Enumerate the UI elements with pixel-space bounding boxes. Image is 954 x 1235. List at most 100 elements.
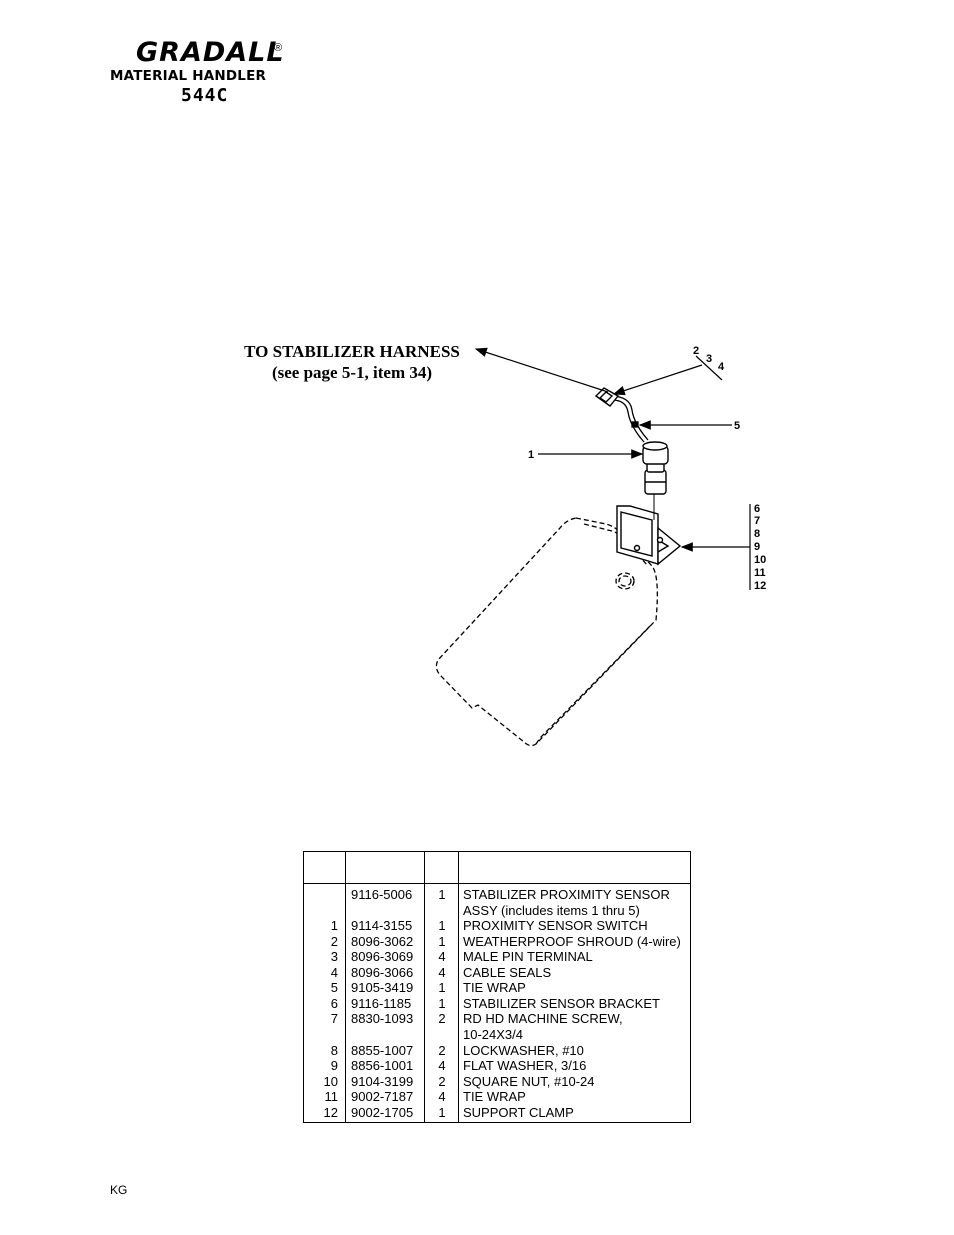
part-number: 9105-3419 xyxy=(351,980,414,996)
callout-10: 10 xyxy=(754,554,766,566)
callout-3: 3 xyxy=(706,353,712,365)
item-number: 4 xyxy=(330,964,338,980)
description: MALE PIN TERMINAL xyxy=(463,949,593,965)
item-number: 10 xyxy=(323,1073,338,1089)
quantity: 4 xyxy=(438,964,446,980)
part-number: 9104-3199 xyxy=(351,1073,414,1089)
item-number: 6 xyxy=(330,995,338,1011)
quantity: 1 xyxy=(438,887,446,902)
callout-5: 5 xyxy=(734,420,740,432)
callout-2: 2 xyxy=(693,345,699,357)
part-number: 9116-5006 xyxy=(351,887,413,902)
item-number: 1 xyxy=(330,918,338,934)
quantity: 1 xyxy=(438,995,446,1011)
brand-name: GRADALL xyxy=(136,37,285,68)
shroud-callout-line xyxy=(695,355,723,381)
quantity: 1 xyxy=(438,918,446,934)
callout-numbers: 1 2 3 4 5 6 7 8 9 10 11 12 xyxy=(528,345,766,592)
brand-subtitle: MATERIAL HANDLER xyxy=(110,68,267,84)
description: CABLE SEALS xyxy=(463,964,552,980)
column-divider xyxy=(345,852,346,1122)
table-row: 2 8096-3062 1 WEATHERPROOF SHROUD (4-wire) xyxy=(304,934,690,950)
quantity: 1 xyxy=(438,933,446,949)
item-number: 8 xyxy=(330,1042,338,1058)
footer-code: KG xyxy=(110,1183,128,1197)
item-number: 2 xyxy=(330,933,338,949)
column-divider xyxy=(458,852,459,1122)
sensor-cable xyxy=(609,395,649,443)
description: 10-24X3/4 xyxy=(463,1026,523,1042)
table-row: ASSY (includes items 1 thru 5) xyxy=(304,903,690,919)
part-number: 8096-3066 xyxy=(351,964,414,980)
part-number: 8856-1001 xyxy=(351,1058,414,1074)
table-row: 7 8830-1093 2 RD HD MACHINE SCREW, xyxy=(304,1011,690,1027)
callout-8: 8 xyxy=(754,528,760,540)
table-row: 9 8856-1001 4 FLAT WASHER, 3/16 xyxy=(304,1058,690,1074)
description: STABILIZER PROXIMITY SENSOR xyxy=(463,887,670,902)
item-number: 11 xyxy=(324,1089,339,1105)
quantity: 4 xyxy=(438,1089,446,1105)
quantity: 1 xyxy=(438,980,446,996)
callout-6: 6 xyxy=(754,503,760,515)
description: WEATHERPROOF SHROUD (4-wire) xyxy=(463,933,681,949)
description: ASSY (includes items 1 thru 5) xyxy=(463,902,640,918)
description: RD HD MACHINE SCREW, xyxy=(463,1011,623,1027)
table-row: 1 9114-3155 1 PROXIMITY SENSOR SWITCH xyxy=(304,918,690,934)
description: STABILIZER SENSOR BRACKET xyxy=(463,995,660,1011)
harness-label-line2: (see page 5-1, item 34) xyxy=(271,363,433,382)
quantity: 1 xyxy=(438,1104,446,1120)
model-number: 544C xyxy=(181,85,229,106)
table-row: 5 9105-3419 1 TIE WRAP xyxy=(304,980,690,996)
table-row: 10 9104-3199 2 SQUARE NUT, #10-24 xyxy=(304,1074,690,1090)
part-number: 8830-1093 xyxy=(351,1011,414,1027)
part-number: 9116-1185 xyxy=(351,995,412,1011)
column-divider xyxy=(424,852,425,1122)
quantity: 2 xyxy=(438,1073,446,1089)
quantity: 4 xyxy=(438,949,446,965)
callout-7: 7 xyxy=(754,515,760,527)
description: SUPPORT CLAMP xyxy=(463,1104,574,1120)
item-number: 7 xyxy=(330,1011,338,1027)
table-header xyxy=(304,852,690,884)
table-row: 6 9116-1185 1 STABILIZER SENSOR BRACKET xyxy=(304,996,690,1012)
item-number: 9 xyxy=(330,1058,338,1074)
weatherproof-shroud xyxy=(594,387,620,407)
leader-lines xyxy=(474,347,751,590)
sensor-bracket xyxy=(616,505,682,566)
quantity: 4 xyxy=(438,1058,446,1074)
harness-arrow xyxy=(474,347,609,393)
table-row: 11 9002-7187 4 TIE WRAP xyxy=(304,1089,690,1105)
description: TIE WRAP xyxy=(463,1089,526,1105)
part-number: 8096-3062 xyxy=(351,933,414,949)
description: PROXIMITY SENSOR SWITCH xyxy=(463,918,648,934)
item-number: 12 xyxy=(323,1104,338,1120)
table-row: 12 9002-1705 1 SUPPORT CLAMP xyxy=(304,1105,690,1121)
item-number: 5 xyxy=(330,980,338,996)
description: SQUARE NUT, #10-24 xyxy=(463,1073,595,1089)
harness-label: TO STABILIZER HARNESS (see page 5-1, ite… xyxy=(226,341,478,383)
table-row: 10-24X3/4 xyxy=(304,1027,690,1043)
part-number: 8096-3069 xyxy=(351,949,414,965)
table-row: 3 8096-3069 4 MALE PIN TERMINAL xyxy=(304,949,690,965)
proximity-sensor-switch xyxy=(642,441,669,520)
part-number: 9114-3155 xyxy=(351,918,413,934)
description: LOCKWASHER, #10 xyxy=(463,1042,584,1058)
callout-11: 11 xyxy=(754,567,766,579)
item-number: 3 xyxy=(330,949,338,965)
shroud-arrow xyxy=(612,364,703,396)
description: TIE WRAP xyxy=(463,980,526,996)
description: FLAT WASHER, 3/16 xyxy=(463,1058,587,1074)
table-row: 4 8096-3066 4 CABLE SEALS xyxy=(304,965,690,981)
harness-label-line1: TO STABILIZER HARNESS xyxy=(244,342,460,361)
callout-12: 12 xyxy=(754,580,766,592)
part-number: 8855-1007 xyxy=(351,1042,414,1058)
quantity: 2 xyxy=(438,1042,446,1058)
registered-mark: ® xyxy=(274,42,283,54)
part-number: 9002-7187 xyxy=(351,1089,414,1105)
part-number: 9002-1705 xyxy=(351,1104,414,1120)
callout-4: 4 xyxy=(718,361,725,373)
quantity: 2 xyxy=(438,1011,446,1027)
table-row: 9116-5006 1 STABILIZER PROXIMITY SENSOR xyxy=(304,887,690,903)
